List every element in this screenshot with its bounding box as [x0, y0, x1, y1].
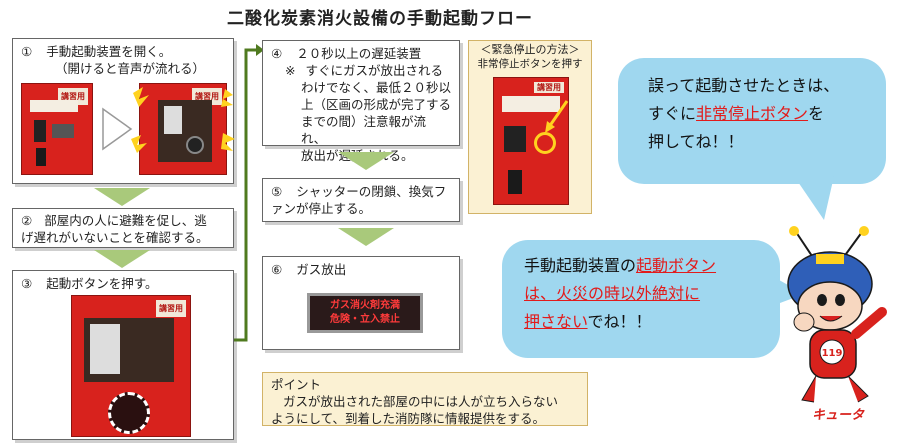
step-4-text: ２０秒以上の遅延装置	[296, 46, 422, 61]
step-4-note-line: 上（区画の形成が完了する	[301, 97, 452, 112]
step-5-text: シャッターの閉鎖、換気フ	[296, 184, 447, 199]
step-3-box: ③ 起動ボタンを押す。 講習用	[12, 270, 234, 440]
speech-bubble-start: 手動起動装置の起動ボタン は、火災の時以外絶対に 押さないでね！！	[502, 240, 780, 358]
step-6-box: ⑥ ガス放出 ガス消火剤充満 危険・立入禁止	[262, 256, 460, 350]
step-4-note-line: すぐにガスが放出される	[305, 63, 443, 78]
bubble-2-line-2: は、火災の時以外絶対に	[524, 284, 701, 303]
step-6-text: ガス放出	[296, 262, 347, 277]
emergency-stop-box: ＜緊急停止の方法＞ 非常停止ボタンを押す 講習用	[468, 40, 592, 214]
step-1-subtext: （開けると音声が流れる）	[55, 61, 206, 76]
point-box: ポイント ガスが放出された部屋の中には人が立ち入らない ようにして、到着した消防…	[262, 372, 588, 426]
step-2-box: ② 部屋内の人に避難を促し、逃 げ遅れがいないことを確認する。	[12, 208, 234, 248]
bubble-1-line-3: 押してね！！	[648, 132, 744, 151]
point-line-2: ようにして、到着した消防隊に情報提供をする。	[271, 411, 546, 426]
flow-arrow-4	[338, 228, 394, 246]
bubble-1-emphasis: 非常停止ボタン	[696, 104, 809, 123]
sound-burst-icon	[131, 87, 235, 153]
bubble-1-line-1: 誤って起動させたときは、	[648, 76, 840, 95]
step-1-panel-closed: 講習用	[21, 83, 93, 175]
bubble-2-line-3b: でね！！	[587, 312, 652, 331]
step-4-note-mark: ※	[285, 63, 296, 78]
step-3-panel: 講習用	[71, 295, 191, 437]
step-1-number: ①	[21, 44, 33, 59]
step-1-text: 手動起動装置を開く。	[46, 44, 172, 59]
bubble-2-emphasis-1: 起動ボタン	[636, 256, 717, 275]
sign-line-2: 危険・立入禁止	[330, 314, 400, 325]
flow-connector	[234, 44, 264, 342]
step-2-subtext: げ遅れがいないことを確認する。	[21, 230, 209, 245]
step-1-panel-open: 講習用	[139, 83, 227, 175]
emergency-panel: 講習用	[493, 77, 569, 205]
bubble-1-tail	[794, 176, 834, 220]
mascot-name: キュータ	[812, 408, 865, 423]
point-heading: ポイント	[271, 377, 322, 392]
page-title: 二酸化炭素消火設備の手動起動フロー	[227, 9, 533, 29]
step-4-number: ④	[271, 46, 283, 61]
stop-button-icon	[534, 132, 556, 154]
step-2-number: ②	[21, 213, 33, 228]
sign-line-1: ガス消火剤充満	[330, 300, 400, 311]
start-button-icon	[108, 392, 150, 434]
bubble-2-emphasis-2: 押さない	[524, 312, 588, 331]
step-5-subtext: ァンが停止する。	[271, 201, 372, 216]
bubble-1-line-2a: すぐに	[648, 104, 697, 123]
flow-arrow-1	[94, 188, 150, 206]
flow-arrow-3	[338, 152, 394, 170]
point-line-1: ガスが放出された部屋の中には人が立ち入らない	[283, 394, 559, 409]
mascot-kyuta-icon: 119	[787, 226, 887, 403]
emergency-title: ＜緊急停止の方法＞	[480, 43, 580, 56]
step-1-open-arrow-icon	[102, 107, 133, 151]
svg-text:119: 119	[822, 348, 843, 359]
step-2-text: 部屋内の人に避難を促し、逃	[44, 213, 207, 228]
gas-warning-sign: ガス消火剤充満 危険・立入禁止	[307, 293, 423, 333]
step-5-number: ⑤	[271, 184, 283, 199]
bubble-2-tail	[772, 276, 804, 306]
step-5-box: ⑤ シャッターの閉鎖、換気フ ァンが停止する。	[262, 178, 460, 222]
bubble-1-line-2c: を	[808, 104, 825, 123]
step-3-text: 起動ボタンを押す。	[46, 276, 158, 291]
step-6-number: ⑥	[271, 262, 283, 277]
flow-arrow-2	[94, 250, 150, 268]
step-1-box: ① 手動起動装置を開く。 （開けると音声が流れる） 講習用 講習用	[12, 38, 235, 184]
pointer-arrow-icon	[545, 100, 569, 133]
step-3-number: ③	[21, 276, 33, 291]
speech-bubble-stop: 誤って起動させたときは、 すぐに非常停止ボタンを 押してね！！	[618, 58, 886, 184]
step-4-note-line: までの間）注意報が流れ、	[301, 114, 427, 146]
bubble-2-line-1a: 手動起動装置の	[524, 256, 637, 275]
step-4-box: ④ ２０秒以上の遅延装置 ※ すぐにガスが放出される わけでなく、最低２０秒以 …	[262, 40, 460, 163]
emergency-subtitle: 非常停止ボタンを押す	[477, 58, 583, 70]
step-4-note-line: わけでなく、最低２０秒以	[301, 80, 452, 95]
